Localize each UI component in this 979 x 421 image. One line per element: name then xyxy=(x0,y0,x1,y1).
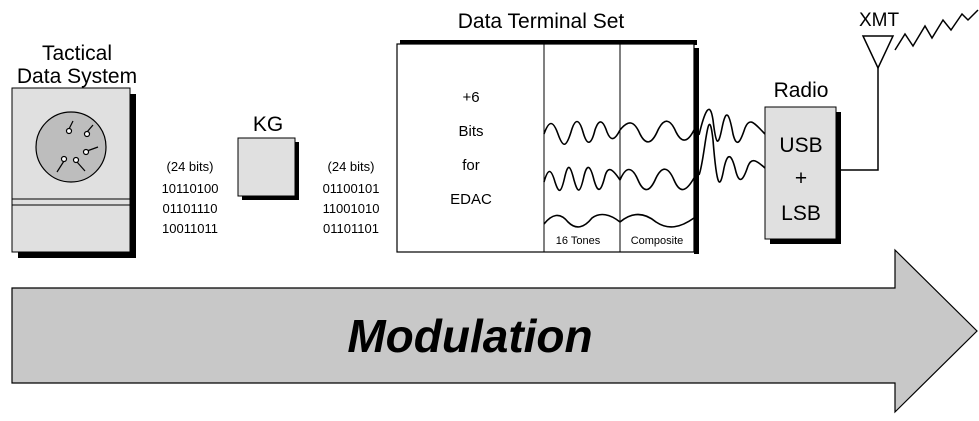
bits-in-row2: 01101110 xyxy=(163,201,218,216)
bits-out-row3: 01101101 xyxy=(323,221,379,236)
radio-usb: USB xyxy=(779,134,822,157)
bits-in-row1: 10110100 xyxy=(162,181,219,196)
dts-edac-line4: EDAC xyxy=(450,191,492,208)
dial-icon xyxy=(35,111,107,183)
bits-out-count: (24 bits) xyxy=(328,159,375,174)
tactical-data-system xyxy=(11,87,136,258)
dts-composite-label: Composite xyxy=(631,235,684,247)
antenna-icon xyxy=(841,9,979,171)
tds-title-line1: Tactical xyxy=(42,42,112,65)
bits-out-row1: 01100101 xyxy=(323,181,380,196)
switch-icons xyxy=(56,120,99,173)
bits-in-row3: 10011011 xyxy=(162,221,218,236)
antenna-label: XMT xyxy=(859,10,900,31)
kg-device xyxy=(237,137,299,200)
composite-waveforms xyxy=(619,120,695,228)
dts-tones-label: 16 Tones xyxy=(556,235,601,247)
signal-waves xyxy=(698,108,766,183)
radio-plus: + xyxy=(795,167,807,190)
radio-title: Radio xyxy=(774,79,829,102)
dts-edac-line3: for xyxy=(462,157,480,174)
bits-out-row2: 11001010 xyxy=(323,201,380,216)
kg-title: KG xyxy=(253,113,283,136)
dts-edac-line1: +6 xyxy=(462,89,479,106)
bits-in-count: (24 bits) xyxy=(167,159,214,174)
radio-lsb: LSB xyxy=(781,202,821,225)
modulation-label: Modulation xyxy=(347,310,592,362)
data-terminal-set xyxy=(396,40,699,254)
dts-edac-line2: Bits xyxy=(458,123,483,140)
tone-waveforms xyxy=(543,120,621,228)
radio-device xyxy=(764,106,841,244)
tds-title-line2: Data System xyxy=(17,65,137,88)
dts-title: Data Terminal Set xyxy=(458,10,625,33)
modulation-arrow xyxy=(11,248,978,414)
